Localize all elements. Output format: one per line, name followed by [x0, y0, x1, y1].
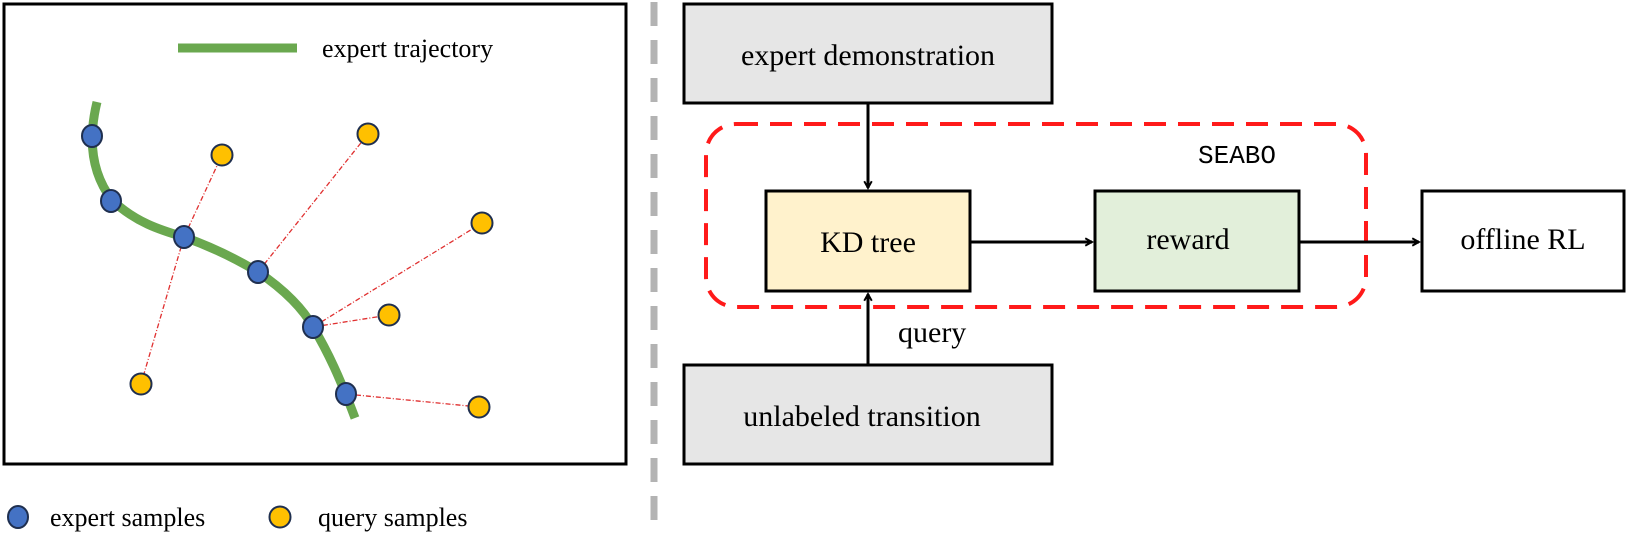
- legend-query-marker: [268, 505, 292, 529]
- neighbor-link: [140, 236, 185, 385]
- neighbor-link: [257, 133, 369, 273]
- reward-label: reward: [1146, 223, 1229, 256]
- offline-rl-box: [1420, 189, 1626, 293]
- legend-query-label: query samples: [318, 503, 467, 532]
- left-panel-frame: [2, 2, 628, 466]
- expert-sample: [81, 124, 103, 148]
- query-sample: [129, 372, 153, 396]
- expert-demonstration-label: expert demonstration: [741, 39, 995, 72]
- query-label: query: [898, 316, 966, 349]
- expert-sample: [247, 260, 269, 284]
- legend-expert-label: expert samples: [50, 503, 205, 532]
- reward-box: [1093, 189, 1301, 293]
- neighbor-link: [312, 314, 390, 328]
- expert-samples: [81, 124, 357, 406]
- expert-trajectory-curve: [87, 100, 360, 420]
- neighbor-link: [312, 222, 483, 328]
- query-sample: [377, 303, 401, 327]
- seabo-label: SEABO: [1198, 141, 1276, 171]
- unlabeled-transition-label: unlabeled transition: [743, 400, 980, 433]
- kd-tree-label: KD tree: [820, 226, 916, 259]
- legend-expert-marker: [7, 505, 29, 529]
- expert-sample: [302, 315, 324, 339]
- expert-sample: [173, 225, 195, 249]
- query-samples: [129, 122, 494, 419]
- neighbor-link: [345, 393, 480, 408]
- expert-sample: [100, 189, 122, 213]
- query-sample: [467, 395, 491, 419]
- query-sample: [210, 143, 234, 167]
- query-sample: [470, 211, 494, 235]
- expert-sample: [335, 382, 357, 406]
- neighbor-links: [140, 133, 483, 408]
- query-sample: [356, 122, 380, 146]
- offline-rl-label: offline RL: [1460, 223, 1585, 256]
- legend-trajectory-label: expert trajectory: [322, 34, 493, 63]
